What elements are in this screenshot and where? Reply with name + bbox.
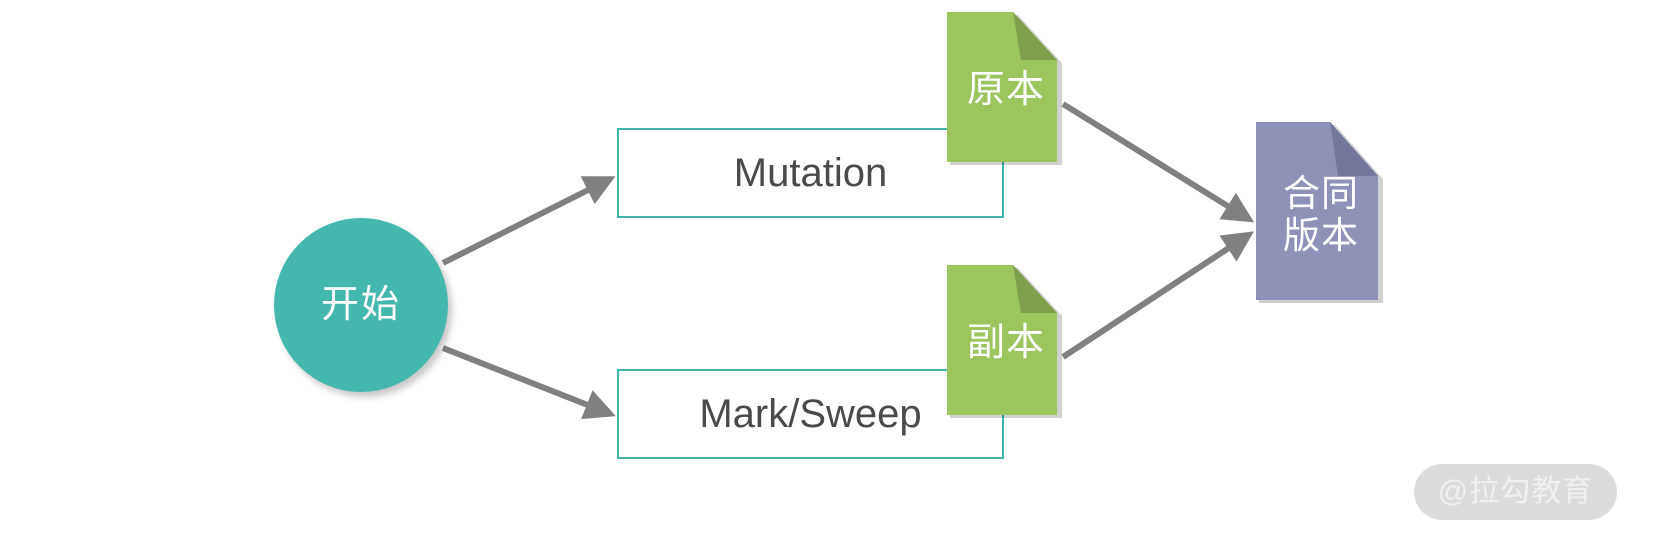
node-original-document[interactable]: 原本 — [947, 12, 1065, 168]
watermark-badge: @拉勾教育 — [1414, 464, 1617, 520]
node-mutation[interactable]: Mutation — [617, 128, 1004, 218]
node-start[interactable]: 开始 — [274, 218, 448, 392]
document-body-shape — [1256, 122, 1378, 300]
node-mutation-label: Mutation — [733, 151, 888, 195]
edge-start-to-marksweep — [441, 345, 616, 420]
edge-start-to-mutation — [441, 176, 616, 266]
document-fold-shape — [1330, 122, 1378, 176]
document-body-shape — [947, 265, 1057, 415]
document-fold-shape — [1013, 12, 1057, 60]
node-marksweep-label: Mark/Sweep — [699, 392, 922, 436]
document-body-shape — [947, 12, 1057, 162]
node-copy-document[interactable]: 副本 — [947, 265, 1065, 421]
node-merged-document[interactable]: 合同 版本 — [1256, 122, 1386, 307]
edge-original-to-merged — [1061, 101, 1255, 223]
node-marksweep[interactable]: Mark/Sweep — [617, 369, 1004, 459]
node-start-label: 开始 — [320, 284, 401, 326]
edge-copy-to-merged — [1061, 231, 1255, 360]
watermark-label: @拉勾教育 — [1437, 475, 1594, 508]
document-fold-shape — [1013, 265, 1057, 313]
